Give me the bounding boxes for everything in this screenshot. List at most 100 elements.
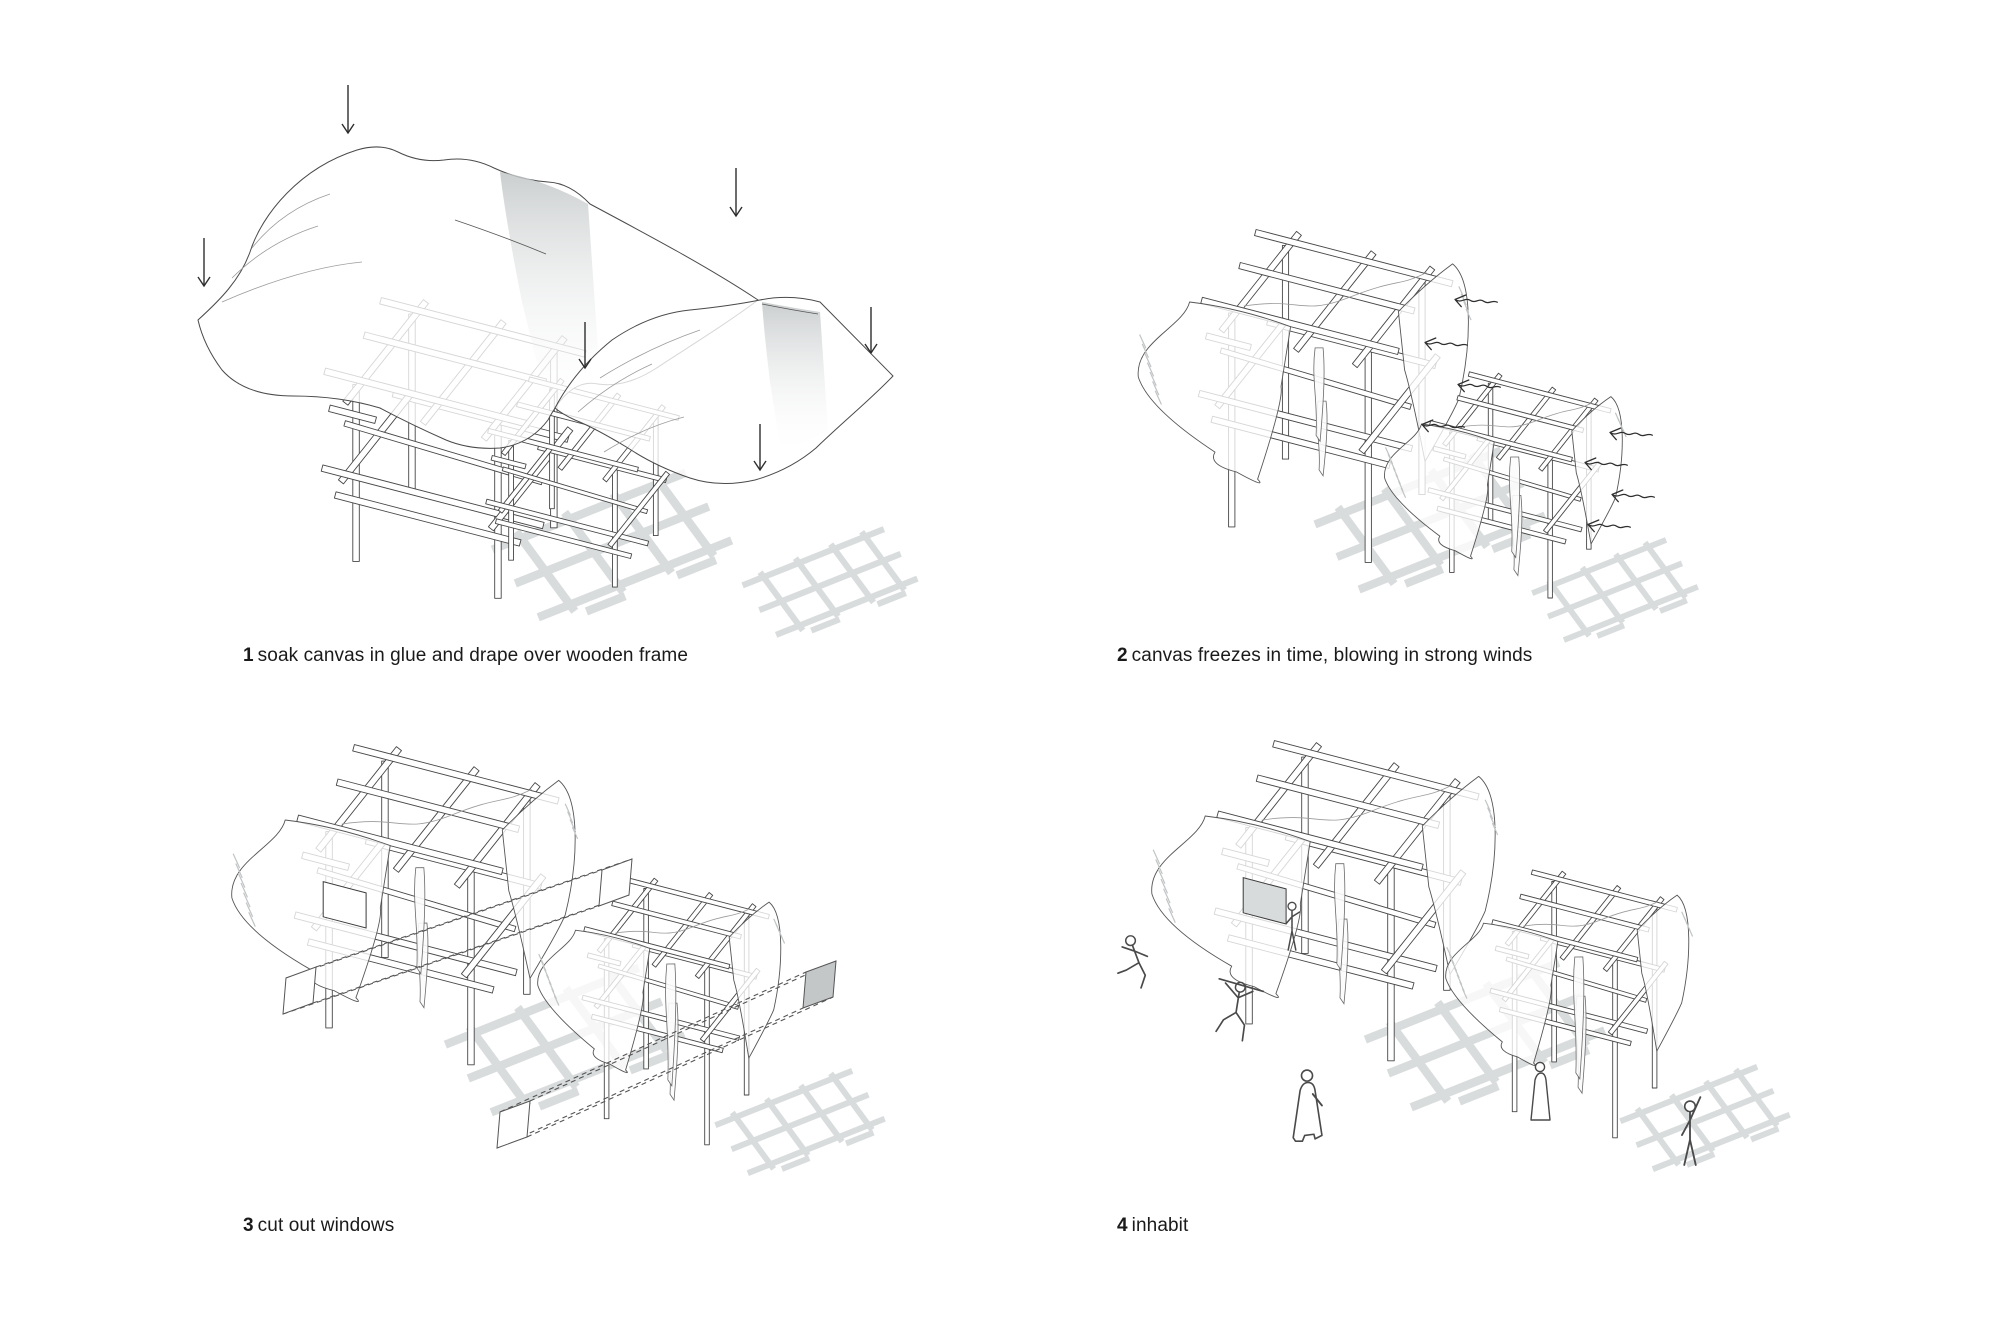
frozen-canvas [1445,894,1694,1095]
down-arrow [729,168,743,218]
canvas-hatch [567,811,574,824]
canvas-fold-line [577,363,653,413]
down-arrow [341,85,355,135]
ground-shadow [741,526,919,638]
canvas-fold-line [599,329,701,379]
canvas-hatch [571,826,579,840]
wind-arrow [1584,457,1628,471]
canvas-hatch [232,853,241,869]
window-cut [1242,877,1287,925]
canvas-sheet [197,146,894,485]
canvas-hatch [1489,815,1496,828]
wind-arrow [1587,519,1631,533]
down-arrow [197,238,211,288]
step-4-number: 4 [1117,1215,1128,1236]
panel-3-illustration [231,744,886,1176]
canvas-hatch [1146,362,1155,377]
canvas-right-drape [1421,775,1496,975]
down-arrow [578,322,592,370]
wind-arrow [1609,427,1653,441]
panel-1-illustration [197,85,919,638]
ground-shadow [1619,1064,1791,1172]
window-cut [322,881,367,929]
canvas-top-edge [1261,785,1452,821]
extrusion-end-cap [598,858,633,907]
canvas-hatch [235,863,243,879]
frozen-canvas [1151,775,1499,1005]
canvas-hatch [1141,343,1149,358]
canvas-fold-line [761,303,819,315]
canvas-hatch [1154,390,1162,405]
frozen-canvas [537,901,786,1102]
canvas-hatch [1149,371,1157,386]
wind-arrow [1611,489,1655,503]
frozen-canvas [231,779,579,1009]
canvas-left-drape [1151,815,1311,999]
canvas-hatch [1400,487,1407,499]
canvas-top-edge [615,908,751,934]
wind-arrow [1421,419,1465,433]
canvas-right-drape [1636,894,1690,1052]
canvas-hatch [1155,859,1163,875]
canvas-inner-strip [1313,347,1325,443]
canvas-hatch [553,995,560,1006]
canvas-fold-line [231,225,319,279]
canvas-inner-strip [1509,456,1521,559]
canvas-hatch [1484,799,1491,812]
canvas-hatch [1139,334,1147,349]
wind-arrow [1454,294,1498,308]
canvas-hatch [1152,381,1160,396]
canvas-hatch [1144,352,1152,368]
canvas-hatch [1465,308,1472,321]
canvas-hatch [1165,898,1174,914]
step-4-text: inhabit [1131,1215,1189,1236]
canvas-left-drape [1384,423,1495,560]
human-figure-playing [1215,978,1265,1042]
canvas-right-drape [501,779,576,979]
canvas-fold-line [454,219,547,255]
canvas-left-drape [1137,301,1292,484]
canvas-hatch [1491,822,1499,836]
canvas-hatch [1163,888,1171,904]
canvas-inner-strip [1334,863,1346,971]
canvas-left-drape [231,819,391,1003]
canvas-fold-line [603,416,685,453]
ground-shadow [1531,537,1699,643]
down-arrow [864,307,878,355]
canvas-hatch [1152,849,1161,865]
extrusion-end-cap [282,966,317,1015]
human-figure-walking-robed [1292,1069,1323,1142]
step-3-text: cut out windows [257,1215,395,1236]
panel-4-illustration [1117,740,1791,1172]
canvas-hatch [780,935,786,944]
canvas-inner-strip [414,867,426,975]
canvas-inner-strip [1573,956,1585,1081]
human-figure-running [1117,935,1149,989]
canvas-inner-strip [665,963,677,1088]
canvas-top-edge [1523,901,1659,927]
frozen-canvas [1137,263,1472,484]
canvas-fold-line [251,193,331,249]
canvas-hatch [1487,807,1494,820]
human-figure-inside-frame [1285,901,1301,951]
human-figure-standing-robed [1530,1061,1551,1121]
canvas-hatch [1461,988,1468,999]
canvas-plateau-face [762,302,828,458]
canvas-hatch [1168,908,1176,923]
step-1-text: soak canvas in glue and drape over woode… [257,645,689,666]
step-2-text: canvas freezes in time, blowing in stron… [1131,645,1533,666]
canvas-plateau-face [500,172,600,416]
panel-2-illustration [1137,229,1699,643]
canvas-top-edge [341,789,532,825]
canvas-fold-line [221,261,363,303]
canvas-hatch [1157,869,1166,884]
canvas-top-edge [1460,402,1593,428]
down-arrow [753,424,767,472]
canvas-hatch [569,819,576,832]
canvas-hatch [243,892,251,908]
